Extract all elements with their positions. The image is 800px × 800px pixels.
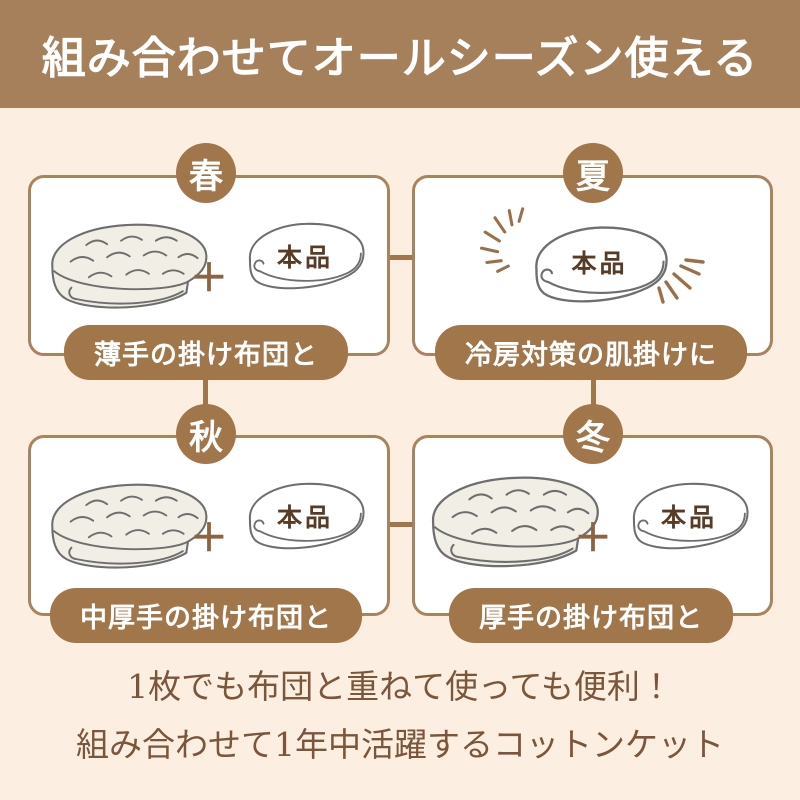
banner-title: 組み合わせてオールシーズン使える	[41, 33, 759, 84]
plus-icon: ＋	[189, 516, 228, 560]
plus-icon: ＋	[573, 516, 612, 560]
footer-line-2: 組み合わせて1年中活躍するコットンケット	[76, 725, 724, 764]
season-badge-winter: 冬	[563, 404, 623, 464]
season-badge-summer: 夏	[563, 143, 623, 203]
product-tag: 本品	[660, 502, 717, 532]
plus-icon: ＋	[189, 256, 228, 300]
sparkle-right-icon	[657, 258, 705, 304]
season-label-summer: 冷房対策の肌掛けに	[435, 325, 747, 380]
product-blanket-illustration: 本品	[517, 214, 682, 329]
product-blanket-illustration: 本品	[233, 472, 377, 572]
connector-spring-summer	[387, 255, 415, 260]
season-panel-winter: ＋ 本品	[412, 435, 773, 616]
season-badge-autumn: 秋	[176, 404, 236, 464]
footer-caption: 1枚でも布団と重ねて使っても便利！ 組み合わせて1年中活躍するコットンケット	[0, 658, 800, 766]
season-label-spring: 薄手の掛け布団と	[64, 325, 348, 380]
connector-spring-autumn	[203, 371, 208, 407]
season-label-winter: 厚手の掛け布団と	[449, 588, 733, 643]
product-tag: 本品	[276, 242, 333, 272]
product-tag: 本品	[276, 502, 333, 532]
season-badge-spring: 春	[176, 143, 236, 203]
product-tag: 本品	[571, 248, 628, 278]
connector-autumn-winter	[387, 522, 415, 527]
connector-summer-winter	[591, 371, 596, 407]
footer-line-1: 1枚でも布団と重ねて使っても便利！	[127, 667, 673, 706]
season-label-autumn: 中厚手の掛け布団と	[50, 588, 362, 643]
product-blanket-illustration: 本品	[617, 472, 761, 572]
banner: 組み合わせてオールシーズン使える	[0, 0, 800, 108]
product-blanket-illustration: 本品	[233, 212, 377, 312]
